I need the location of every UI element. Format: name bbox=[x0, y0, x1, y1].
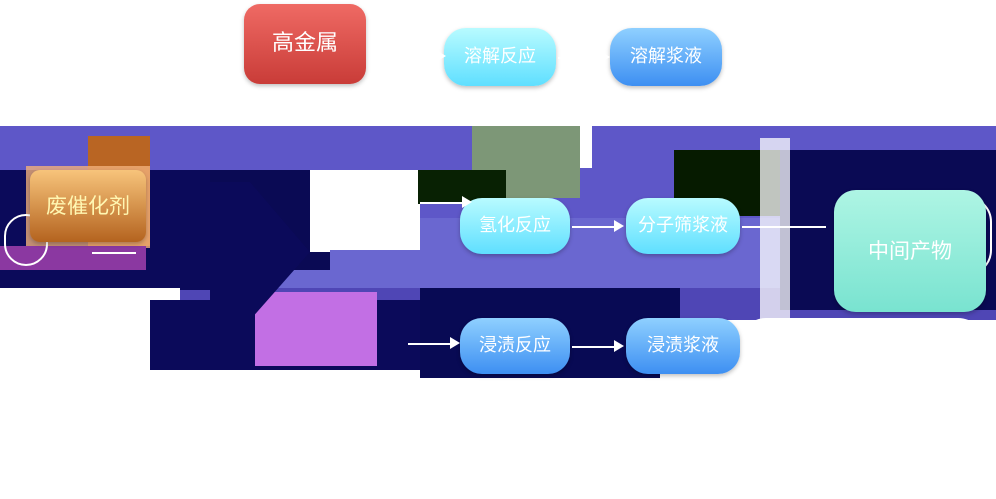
arrow-dissolution-to-slurry-line bbox=[558, 57, 602, 59]
outline-artifact-right-lower bbox=[740, 318, 984, 386]
arrow-leaching-to-slurry-line bbox=[572, 346, 616, 348]
outline-artifact-right-top bbox=[760, 58, 820, 90]
outline-artifact-bottom-left bbox=[4, 434, 132, 496]
precious-metal-label: 高金属 bbox=[271, 31, 338, 57]
molecular-sieve-slurry-node: 分子筛浆液 bbox=[626, 198, 740, 254]
arrow-hydration-to-sieve-line bbox=[572, 226, 616, 228]
outline-artifact-far-right-top bbox=[888, 58, 988, 92]
spent-catalyst-node: 废催化剂 bbox=[30, 170, 146, 242]
outline-artifact-left-top bbox=[8, 62, 112, 88]
right-connector-line bbox=[742, 226, 826, 228]
hydration-reaction-label: 氢化反应 bbox=[479, 214, 551, 236]
dissolution-reaction-node: 溶解反应 bbox=[444, 28, 556, 86]
outline-artifact-bottom-right bbox=[730, 432, 984, 496]
arrow-into-leaching-line bbox=[408, 343, 452, 345]
arrow-dissolution-to-slurry-head bbox=[600, 51, 610, 63]
molecular-sieve-slurry-label: 分子筛浆液 bbox=[638, 214, 728, 236]
arrow-into-leaching-head bbox=[450, 337, 460, 349]
left-connector-line bbox=[92, 252, 136, 254]
arrow-into-hydration-line bbox=[420, 202, 464, 204]
leaching-slurry-label: 浸渍浆液 bbox=[647, 334, 719, 356]
leaching-slurry-node: 浸渍浆液 bbox=[626, 318, 740, 374]
leaching-reaction-node: 浸渍反应 bbox=[460, 318, 570, 374]
dissolution-slurry-node: 溶解浆液 bbox=[610, 28, 722, 86]
arrow-hydration-to-sieve-head bbox=[614, 220, 624, 232]
arrow-into-hydration-head bbox=[462, 196, 472, 208]
hydration-reaction-node: 氢化反应 bbox=[460, 198, 570, 254]
dissolution-slurry-label: 溶解浆液 bbox=[630, 45, 702, 67]
intermediate-product-node: 中间产物 bbox=[834, 190, 986, 312]
spent-catalyst-label: 废催化剂 bbox=[46, 193, 130, 218]
intermediate-product-label: 中间产物 bbox=[868, 238, 952, 263]
arrow-leaching-to-slurry-head bbox=[614, 340, 624, 352]
arrow-into-dissolution-line bbox=[408, 56, 438, 58]
dissolution-reaction-label: 溶解反应 bbox=[464, 45, 536, 67]
precious-metal-node: 高金属 bbox=[244, 4, 366, 84]
arrow-into-dissolution-head bbox=[436, 50, 446, 62]
leaching-reaction-label: 浸渍反应 bbox=[479, 334, 551, 356]
